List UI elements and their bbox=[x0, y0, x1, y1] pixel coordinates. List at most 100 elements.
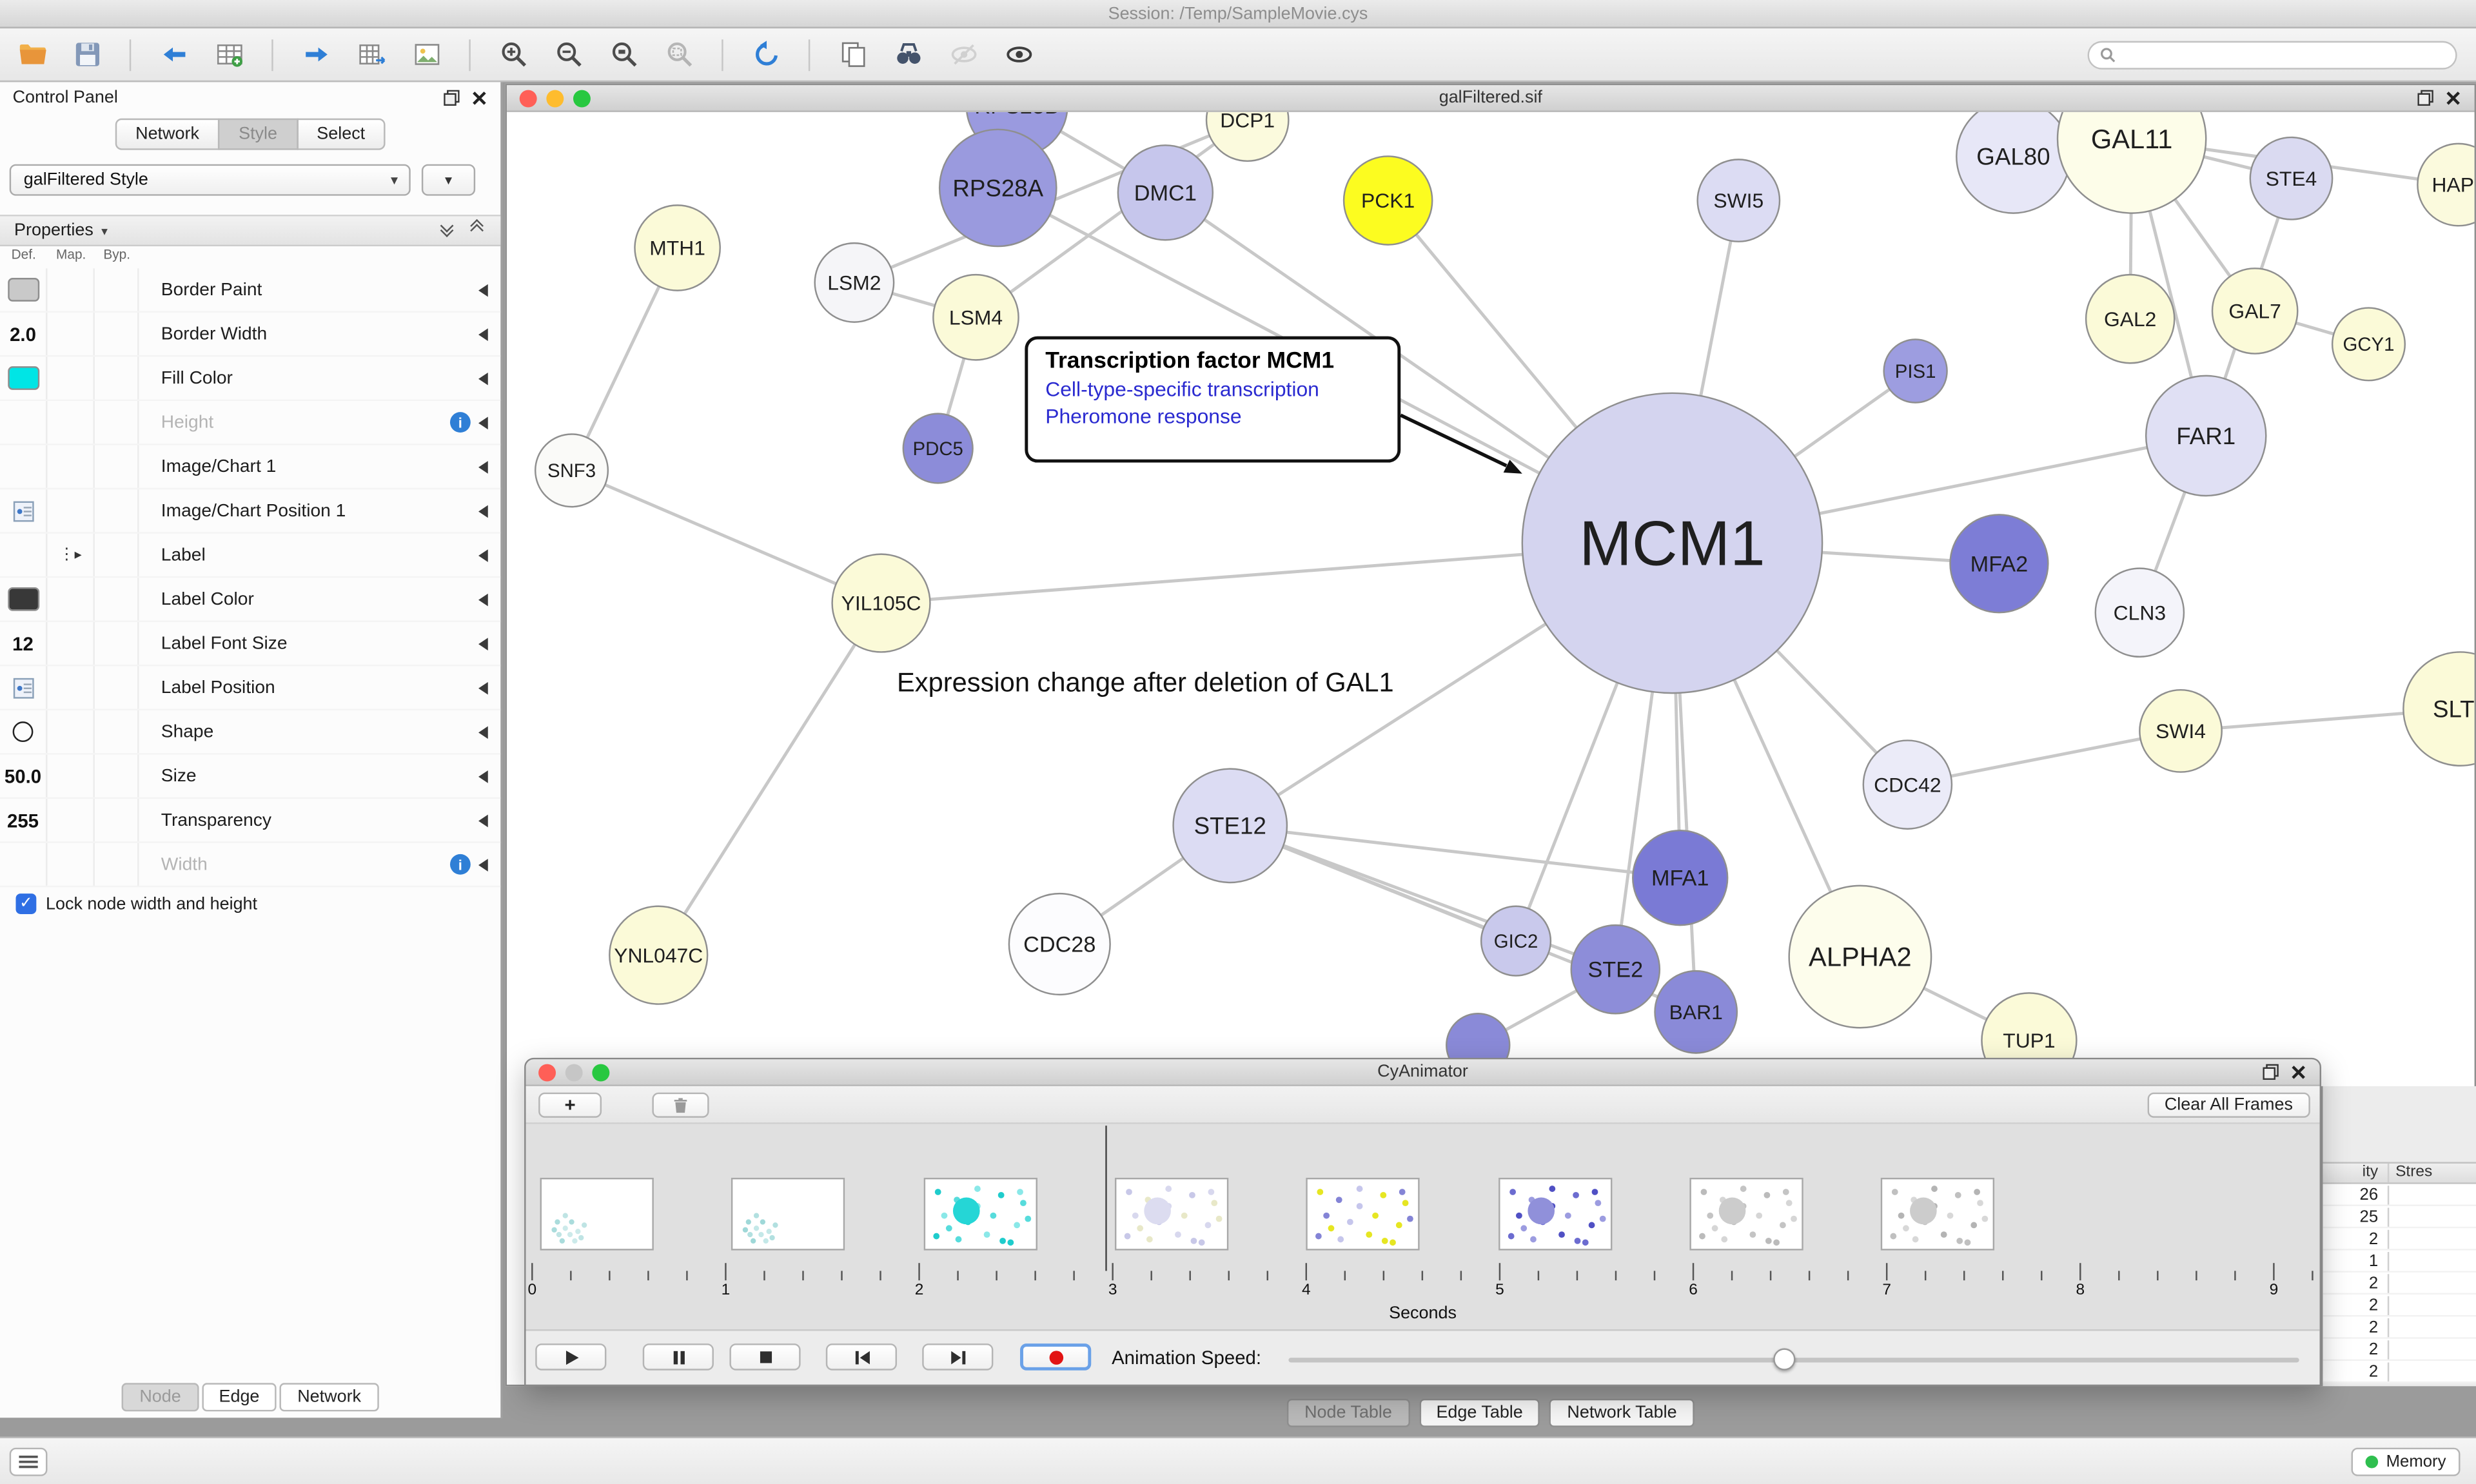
float-window-icon[interactable] bbox=[444, 90, 460, 106]
map-cell[interactable] bbox=[47, 754, 95, 797]
def-cell[interactable]: 50.0 bbox=[0, 754, 48, 797]
map-cell[interactable] bbox=[47, 666, 95, 709]
property-row-border-paint[interactable]: Border Paint bbox=[0, 268, 501, 313]
table-row[interactable]: 26 bbox=[2323, 1184, 2476, 1207]
lock-size-checkbox[interactable]: ✓ bbox=[15, 893, 37, 914]
node-gal7[interactable]: GAL7 bbox=[2211, 268, 2299, 355]
node-gal2[interactable]: GAL2 bbox=[2085, 273, 2176, 364]
expand-arrow-icon[interactable] bbox=[478, 549, 488, 561]
node-pis1[interactable]: PIS1 bbox=[1883, 338, 1948, 404]
animation-speed-slider[interactable] bbox=[1288, 1348, 2299, 1371]
table-row[interactable]: 2 bbox=[2323, 1361, 2476, 1383]
stop-button[interactable] bbox=[729, 1343, 801, 1371]
memory-button[interactable]: Memory bbox=[2351, 1447, 2461, 1476]
expand-all-icon[interactable] bbox=[437, 219, 456, 237]
close-icon[interactable]: ✕ bbox=[2290, 1060, 2307, 1084]
edge-snf3-yil105c[interactable] bbox=[571, 469, 882, 605]
node-dmc1[interactable]: DMC1 bbox=[1117, 144, 1214, 241]
def-cell[interactable] bbox=[0, 356, 48, 400]
playhead[interactable] bbox=[1105, 1126, 1107, 1271]
node-cdc28[interactable]: CDC28 bbox=[1008, 892, 1111, 996]
open-session-button[interactable] bbox=[13, 35, 51, 73]
close-traffic-light[interactable] bbox=[519, 89, 537, 107]
current-style-dropdown[interactable]: galFiltered Style ▾ bbox=[9, 164, 411, 196]
node-mfa2[interactable]: MFA2 bbox=[1949, 514, 2049, 614]
table-row[interactable]: 2 bbox=[2323, 1272, 2476, 1295]
byp-cell[interactable] bbox=[95, 666, 139, 709]
map-cell[interactable] bbox=[47, 621, 95, 665]
table-column-header[interactable]: ity bbox=[2323, 1163, 2390, 1183]
node-mfa1[interactable]: MFA1 bbox=[1632, 829, 1729, 926]
show-all-button[interactable] bbox=[999, 35, 1037, 73]
node-mcm1[interactable]: MCM1 bbox=[1521, 392, 1823, 694]
node-lsm4[interactable]: LSM4 bbox=[932, 273, 1019, 361]
zoom-out-button[interactable] bbox=[549, 35, 587, 73]
table-row[interactable]: 2 bbox=[2323, 1316, 2476, 1339]
add-frame-button[interactable]: + bbox=[538, 1092, 602, 1118]
byp-cell[interactable] bbox=[95, 268, 139, 311]
slider-thumb[interactable] bbox=[1773, 1348, 1795, 1371]
search-input[interactable] bbox=[2123, 46, 2445, 65]
map-cell[interactable] bbox=[47, 489, 95, 532]
node-far1[interactable]: FAR1 bbox=[2145, 375, 2267, 497]
node-snf3[interactable]: SNF3 bbox=[534, 433, 609, 508]
annotation-box[interactable]: Transcription factor MCM1 Cell-type-spec… bbox=[1025, 336, 1401, 463]
byp-cell[interactable] bbox=[95, 312, 139, 356]
node-gcy1[interactable]: GCY1 bbox=[2331, 307, 2406, 382]
expand-arrow-icon[interactable] bbox=[478, 327, 488, 340]
map-cell[interactable]: ⋮▸ bbox=[47, 533, 95, 576]
node-gic2[interactable]: GIC2 bbox=[1480, 905, 1552, 977]
edge-yil105c-ynl047c[interactable] bbox=[657, 602, 883, 956]
node-ste4[interactable]: STE4 bbox=[2249, 136, 2334, 220]
tab-edge-table[interactable]: Edge Table bbox=[1419, 1398, 1540, 1427]
property-row-label-position[interactable]: Label Position bbox=[0, 666, 501, 711]
close-icon[interactable]: ✕ bbox=[471, 86, 488, 110]
tab-style[interactable]: Style bbox=[218, 118, 298, 150]
export-network-button[interactable] bbox=[297, 35, 335, 73]
edge-swi4-cdc42[interactable] bbox=[1907, 729, 2181, 786]
save-session-button[interactable] bbox=[68, 35, 106, 73]
byp-cell[interactable] bbox=[95, 621, 139, 665]
node-pck1[interactable]: PCK1 bbox=[1342, 155, 1433, 246]
close-traffic-light[interactable] bbox=[538, 1063, 556, 1081]
expand-arrow-icon[interactable] bbox=[478, 460, 488, 473]
float-window-icon[interactable] bbox=[2263, 1064, 2279, 1080]
expand-arrow-icon[interactable] bbox=[478, 592, 488, 606]
expand-arrow-icon[interactable] bbox=[478, 681, 488, 694]
frame-thumbnail-0[interactable] bbox=[540, 1177, 654, 1251]
zoom-in-button[interactable] bbox=[495, 35, 533, 73]
expand-arrow-icon[interactable] bbox=[478, 858, 488, 871]
import-table-button[interactable] bbox=[210, 35, 248, 73]
hide-selection-button[interactable] bbox=[944, 35, 982, 73]
record-button[interactable] bbox=[1020, 1343, 1092, 1371]
style-tab-edge[interactable]: Edge bbox=[201, 1383, 277, 1412]
byp-cell[interactable] bbox=[95, 843, 139, 886]
edge-ste12-ste2[interactable] bbox=[1229, 824, 1616, 971]
map-cell[interactable] bbox=[47, 356, 95, 400]
byp-cell[interactable] bbox=[95, 533, 139, 576]
node-bar1[interactable]: BAR1 bbox=[1654, 970, 1738, 1054]
def-cell[interactable]: 12 bbox=[0, 621, 48, 665]
properties-header[interactable]: Properties ▾ bbox=[0, 215, 501, 247]
frame-thumbnail-3[interactable] bbox=[1114, 1177, 1229, 1251]
float-window-icon[interactable] bbox=[2417, 90, 2434, 106]
byp-cell[interactable] bbox=[95, 710, 139, 754]
node-pdc5[interactable]: PDC5 bbox=[902, 413, 974, 484]
def-cell[interactable] bbox=[0, 489, 48, 532]
expand-arrow-icon[interactable] bbox=[478, 371, 488, 385]
def-cell[interactable]: 255 bbox=[0, 799, 48, 842]
node-lsm2[interactable]: LSM2 bbox=[814, 242, 895, 323]
edge-ste12-mfa1[interactable] bbox=[1230, 824, 1680, 880]
map-cell[interactable] bbox=[47, 445, 95, 488]
expand-arrow-icon[interactable] bbox=[478, 504, 488, 518]
byp-cell[interactable] bbox=[95, 754, 139, 797]
panel-menu-button[interactable] bbox=[9, 1447, 48, 1476]
def-cell[interactable] bbox=[0, 401, 48, 444]
map-cell[interactable] bbox=[47, 401, 95, 444]
